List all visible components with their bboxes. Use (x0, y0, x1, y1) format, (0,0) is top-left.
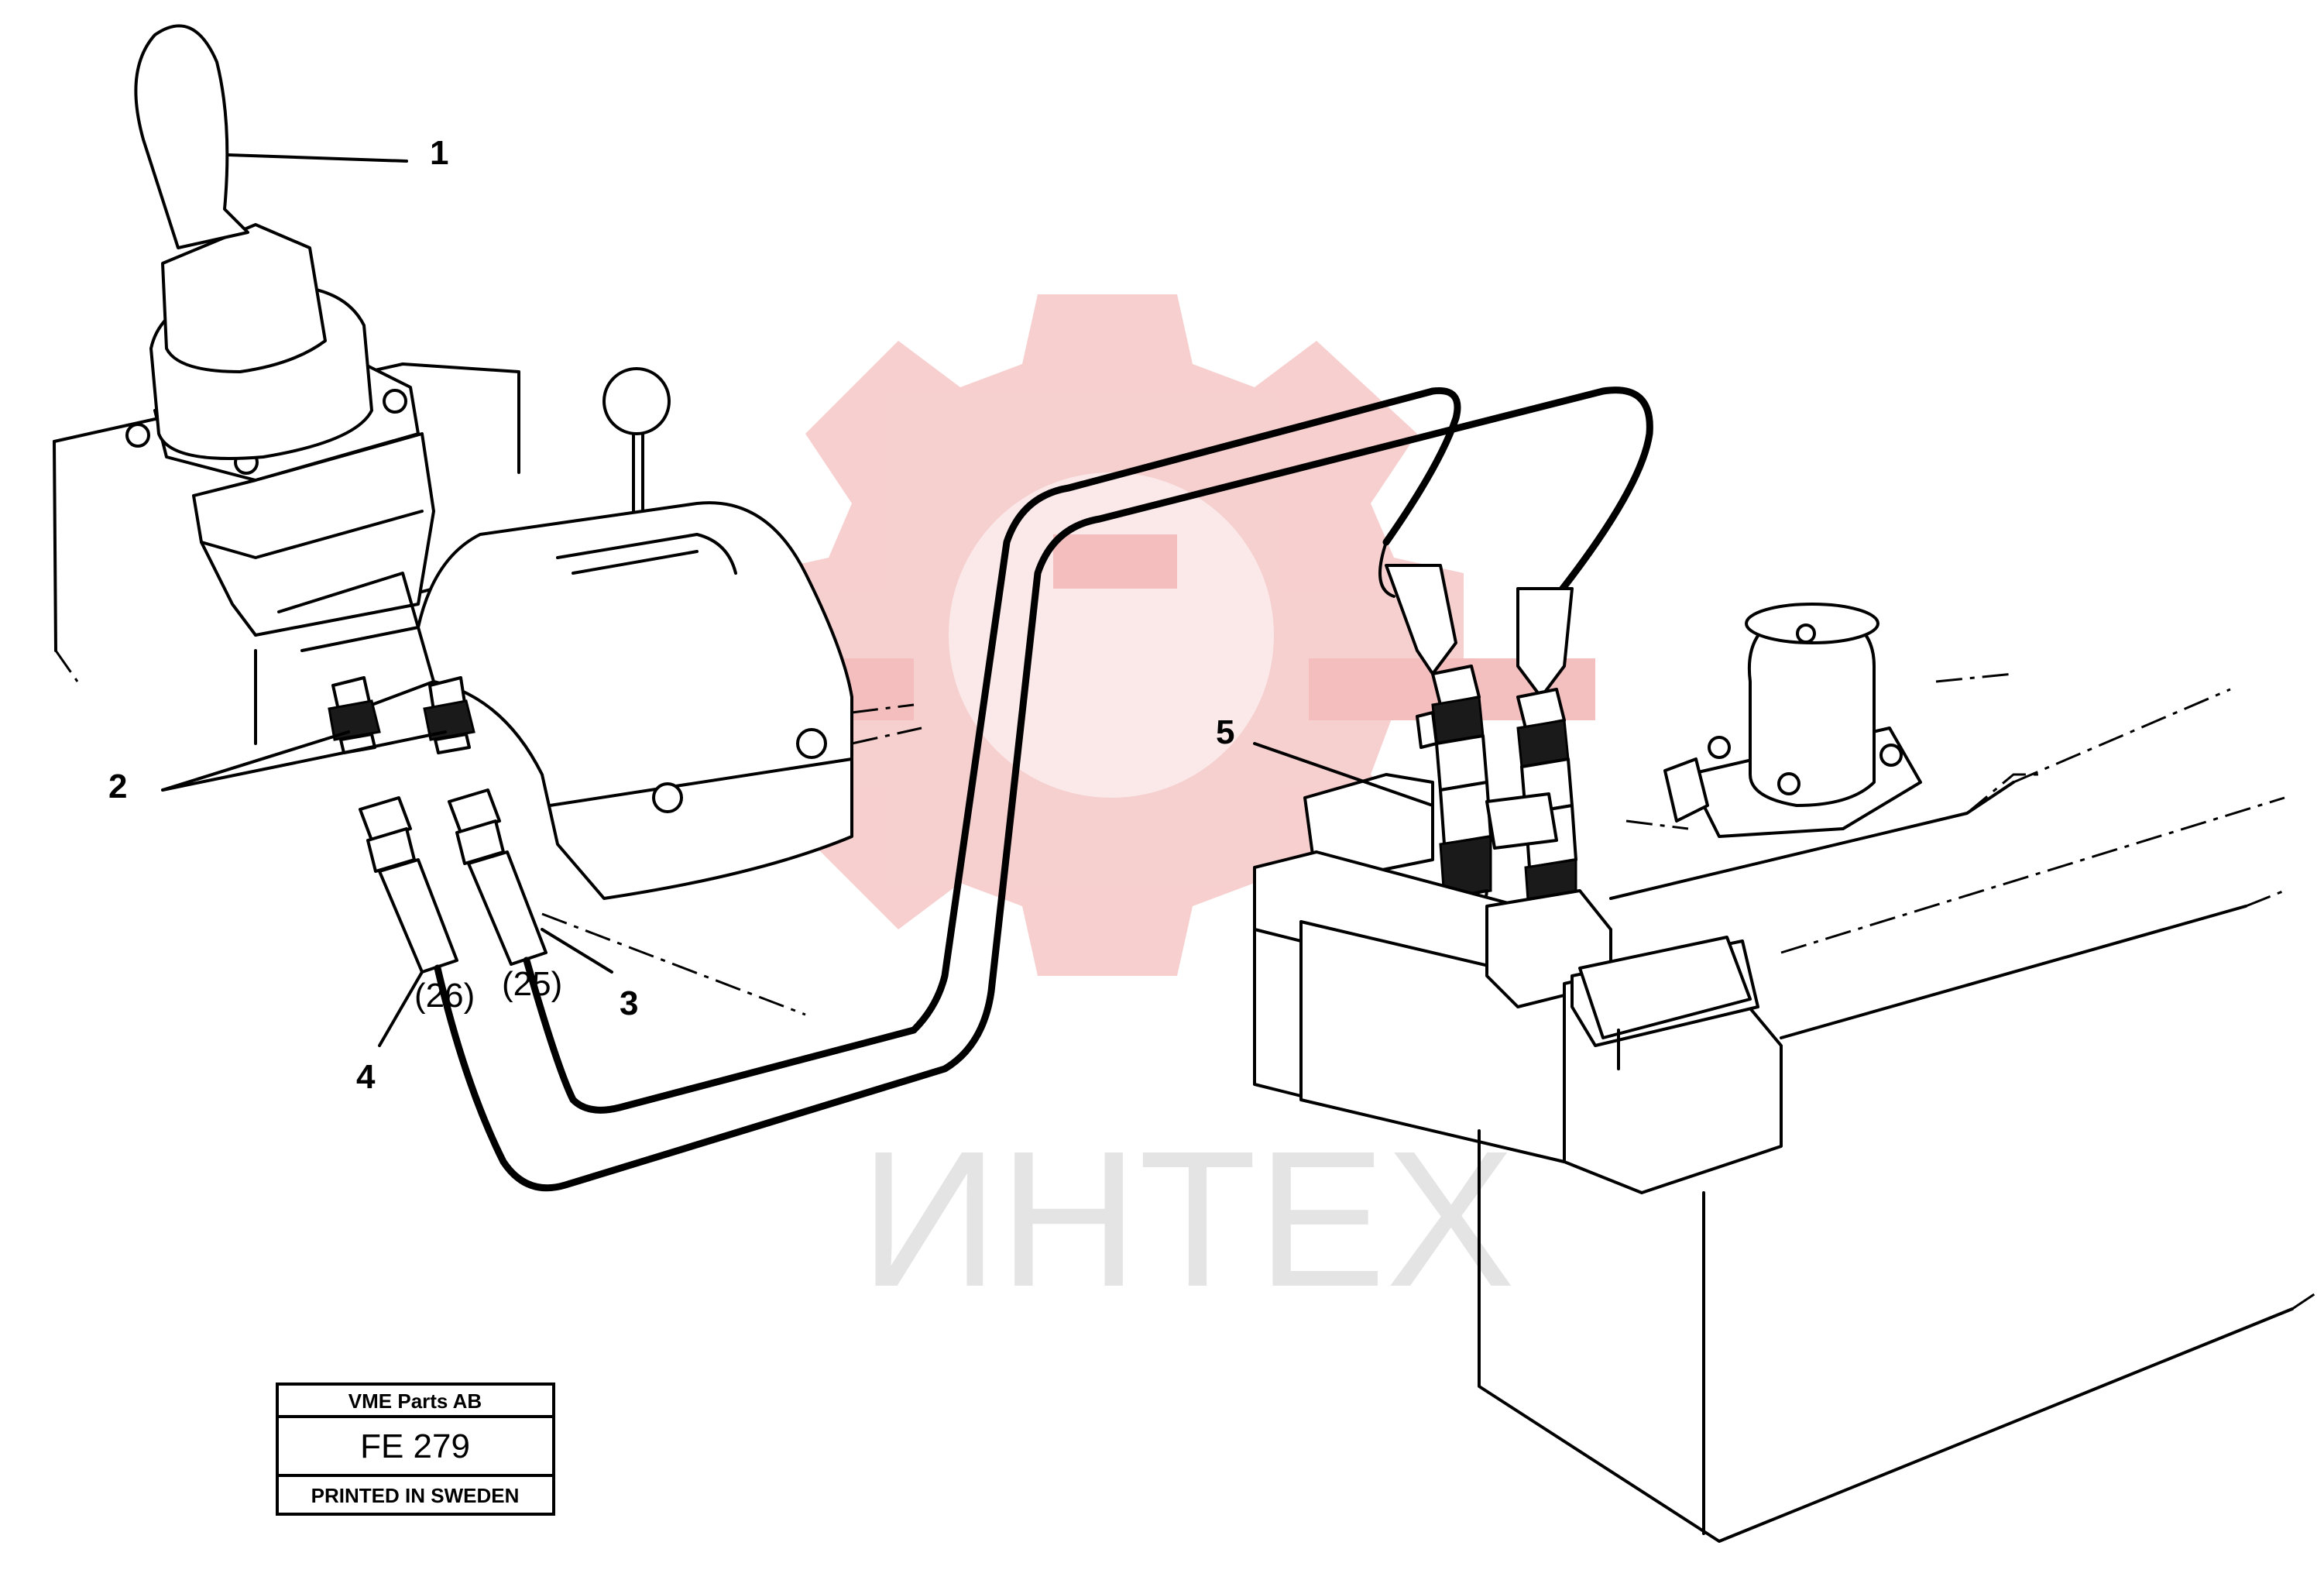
callout-4: 4 (356, 1058, 376, 1096)
callout-3: 3 (620, 984, 638, 1022)
title-block-code: FE 279 (360, 1427, 470, 1465)
frame-structure (1478, 672, 2316, 1543)
title-block-printed: PRINTED IN SWEDEN (311, 1484, 520, 1507)
callout-2: 2 (108, 768, 127, 805)
watermark-text: ИНТЕХ (860, 1111, 1515, 1327)
control-lever (125, 24, 435, 652)
main-valve-block (1253, 773, 1783, 1194)
title-block: VME Parts AB FE 279 PRINTED IN SWEDEN (276, 1382, 555, 1516)
actuator-cylinder (1663, 603, 1922, 838)
leader-lines (161, 153, 1434, 1047)
title-block-company: VME Parts AB (348, 1389, 482, 1413)
callout-1: 1 (430, 134, 448, 172)
callout-5: 5 (1216, 713, 1234, 751)
hose-assemblies (359, 788, 548, 974)
nipples (328, 676, 475, 754)
ref-25: (25) (502, 965, 562, 1003)
shift-cover (370, 367, 922, 1016)
ref-26: (26) (414, 977, 475, 1015)
